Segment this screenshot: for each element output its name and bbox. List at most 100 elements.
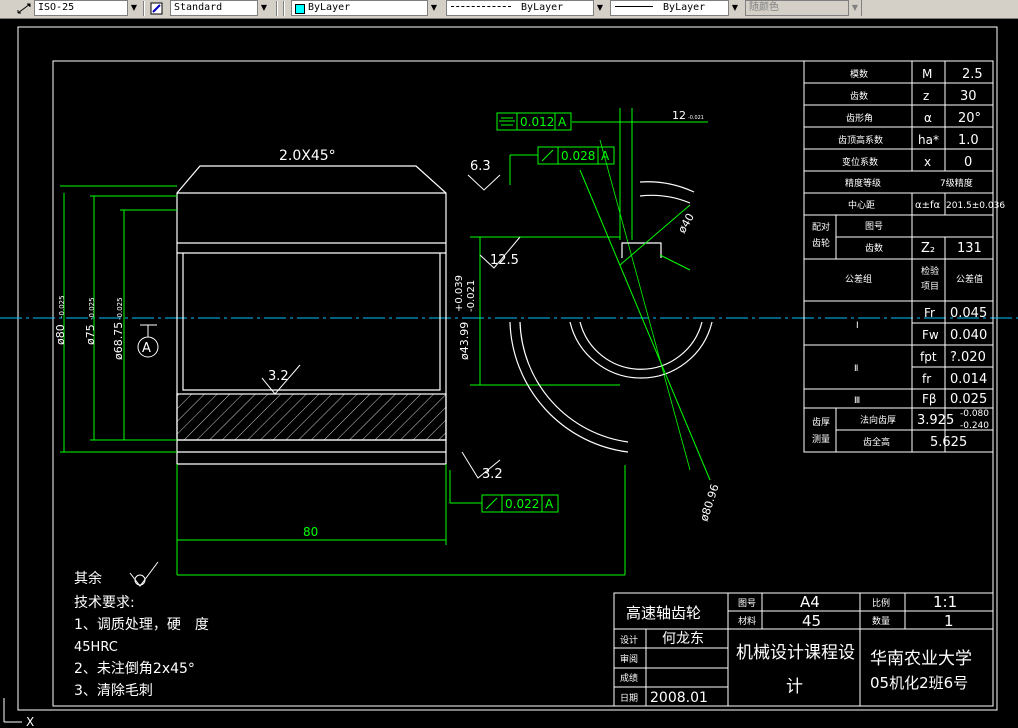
fcf-runout-2 — [481, 494, 559, 513]
gear-tooth-arc-2 — [639, 194, 691, 204]
properties-toolbar: ISO-25 ▼ Standard ▼ ByLayer ▼ ByLayer ▼ … — [0, 0, 1018, 19]
param-sym: z — [923, 89, 929, 103]
param-sym: x — [924, 155, 931, 169]
designer: 何龙东 — [662, 631, 704, 647]
material-label: 材料 — [738, 615, 756, 627]
rough-bore: 12.5 — [490, 253, 519, 268]
group-1: Ⅰ — [856, 321, 859, 331]
course-line1: 机械设计课程设 — [736, 643, 855, 663]
lineweight-select[interactable]: ByLayer — [610, 0, 741, 16]
note-line1b: 45HRC — [74, 640, 118, 655]
gear-outer-arc-2 — [519, 321, 629, 443]
drawing-no: A4 — [800, 593, 820, 611]
check-item-label2: 项目 — [921, 281, 939, 292]
note-line1: 1、调质处理，硬 度 — [74, 617, 209, 633]
tol-value: 0.025 — [950, 392, 987, 407]
group-label: 公差组 — [845, 273, 872, 285]
plotstyle-select[interactable]: 随颜色 — [745, 0, 862, 16]
linetype-preview-icon — [451, 6, 511, 8]
dim-d2-tol: -0.025 — [88, 297, 96, 320]
param-label: 齿数 — [850, 90, 868, 102]
linetype-dropdown-arrow[interactable]: ▼ — [593, 0, 606, 16]
dimstyle-dropdown-arrow[interactable]: ▼ — [127, 0, 140, 16]
tol-sym: Fr — [924, 306, 935, 320]
material: 45 — [802, 612, 821, 630]
note-line3: 3、清除毛刺 — [74, 683, 153, 699]
keyway-width-tol: -0.021 — [688, 115, 704, 121]
outer-sheet-border — [17, 26, 998, 711]
datum-a-label: A — [142, 341, 151, 356]
roughness-symbols — [261, 174, 521, 479]
scale-label: 比例 — [872, 597, 890, 609]
outer-diameter: ø80.96 — [697, 483, 721, 523]
param-sym: M — [922, 67, 932, 81]
drawing-canvas[interactable]: 0.012 A 0.028 A 0.022 A A 3.2 3.2 12.5 6… — [0, 19, 1018, 728]
color-select[interactable]: ByLayer — [291, 0, 440, 16]
note-line2: 2、未注倒角2x45° — [74, 661, 195, 677]
linetype-value: ByLayer — [521, 2, 564, 13]
dimstyle-value: ISO-25 — [38, 2, 75, 13]
note-title: 技术要求: — [74, 595, 135, 611]
linetype-select[interactable]: ByLayer — [446, 0, 606, 16]
center-sym: α±fα — [915, 200, 940, 211]
school: 华南农业大学 — [870, 649, 972, 669]
dimension-lines — [60, 108, 708, 576]
date: 2008.01 — [650, 690, 708, 706]
toolbar-separator — [276, 1, 278, 16]
keyway-width: 12 — [672, 109, 686, 122]
param-value: 30 — [960, 89, 977, 104]
chordal-height-label: 齿全高 — [863, 436, 890, 448]
toolbar-separator — [283, 1, 285, 16]
quantity: 1 — [944, 612, 954, 630]
fcf-symmetry — [496, 112, 572, 131]
chamfer-label: 2.0X45° — [279, 148, 336, 164]
mate-sym: Z₂ — [921, 241, 935, 256]
drawing-no-label: 图号 — [738, 598, 756, 609]
group-2: Ⅱ — [854, 364, 858, 374]
scale: 1:1 — [933, 593, 957, 611]
plotstyle-dropdown-arrow[interactable]: ▼ — [848, 0, 861, 16]
tol-sym: fpt — [920, 350, 937, 364]
color-dropdown-arrow[interactable]: ▼ — [427, 0, 440, 16]
fcf-runout-1-value: 0.028 — [561, 149, 595, 163]
tol-value: 0.045 — [950, 306, 987, 321]
precision-value: 7级精度 — [940, 177, 973, 189]
note-other: 其余 — [74, 570, 102, 587]
end-view-leaders — [579, 169, 711, 481]
mate-label1: 配对 — [812, 221, 830, 233]
part-name: 高速轴齿轮 — [626, 604, 701, 622]
dim-d1-tol: -0.025 — [58, 295, 66, 318]
lineweight-dropdown-arrow[interactable]: ▼ — [728, 0, 741, 16]
checker-label: 审阅 — [620, 653, 638, 665]
rough-top: 3.2 — [268, 369, 289, 384]
normal-thickness-label: 法向齿厚 — [860, 414, 896, 426]
param-value: 2.5 — [962, 67, 983, 82]
textstyle-icon[interactable] — [149, 1, 165, 16]
mate-drawing-no: 图号 — [865, 221, 883, 232]
dimstyle-icon[interactable] — [16, 1, 32, 16]
dim-d3-tol: -0.025 — [116, 297, 124, 320]
drawing-svg[interactable]: 0.012 A 0.028 A 0.022 A A 3.2 3.2 12.5 6… — [0, 19, 1018, 728]
textstyle-dropdown-arrow[interactable]: ▼ — [257, 0, 270, 16]
fcf-runout-2-datum: A — [545, 497, 554, 511]
param-sym: ha* — [918, 133, 939, 147]
gear-tooth-arc — [639, 181, 695, 193]
quantity-label: 数量 — [872, 615, 890, 627]
param-value: 1.0 — [958, 133, 979, 148]
designer-label: 设计 — [620, 634, 638, 646]
ucs-icon — [3, 698, 22, 723]
title-block-texts: 高速轴齿轮 图号 A4 比例 1:1 材料 45 数量 1 设计 何龙东 审阅 … — [620, 593, 972, 706]
gear-parameters-table — [803, 60, 994, 453]
keyway — [621, 242, 662, 258]
roughness-other-icon — [129, 561, 159, 587]
toolbar-separator — [143, 1, 145, 16]
grade-label: 成绩 — [620, 672, 638, 684]
dim-bore: ø43.99 — [458, 322, 471, 360]
textstyle-select[interactable]: Standard — [170, 0, 270, 16]
fcf-symmetry-datum: A — [558, 115, 567, 129]
chordal-label2: 测量 — [812, 434, 830, 445]
rough-bottom: 3.2 — [482, 467, 503, 482]
dimstyle-select[interactable]: ISO-25 — [34, 0, 140, 16]
mate-label2: 齿轮 — [812, 237, 830, 249]
dim-d2: ø75 — [84, 324, 97, 345]
